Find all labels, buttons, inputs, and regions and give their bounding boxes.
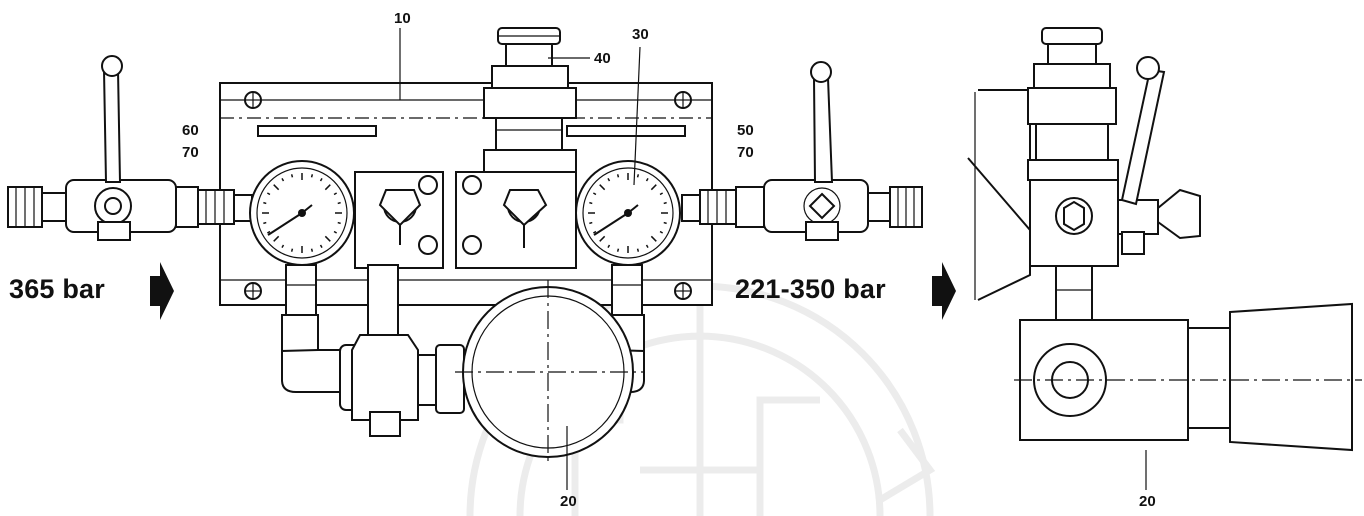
side-valve-handle <box>1120 68 1166 206</box>
outlet-arrow <box>932 262 956 320</box>
outlet-ball-valve <box>681 61 923 241</box>
inlet-valve-handle <box>102 69 122 183</box>
leader-30 <box>633 46 641 186</box>
nameplate-right <box>566 125 686 137</box>
label-50: 50 <box>737 122 754 139</box>
gauge-ticks-right <box>588 173 668 253</box>
filter-housing-front <box>455 280 645 465</box>
label-20-front: 20 <box>560 493 577 510</box>
label-20-side: 20 <box>1139 493 1156 510</box>
label-60: 60 <box>182 122 199 139</box>
lower-pipework <box>281 264 645 437</box>
label-40: 40 <box>594 50 611 67</box>
nameplate-left <box>257 125 377 137</box>
side-view <box>967 27 1362 490</box>
outlet-valve-handle <box>812 77 834 183</box>
inlet-arrow <box>150 262 174 320</box>
inlet-pressure-label: 365 bar <box>9 274 105 304</box>
front-view <box>7 27 956 490</box>
outlet-pressure-label: 221-350 bar <box>735 274 886 304</box>
pressure-reducer <box>483 27 577 173</box>
inlet-ball-valve <box>7 55 253 241</box>
gauge-ticks-left <box>262 173 342 253</box>
label-30: 30 <box>632 26 649 43</box>
label-10: 10 <box>394 10 411 27</box>
label-70-left: 70 <box>182 144 199 161</box>
label-70-right: 70 <box>737 144 754 161</box>
